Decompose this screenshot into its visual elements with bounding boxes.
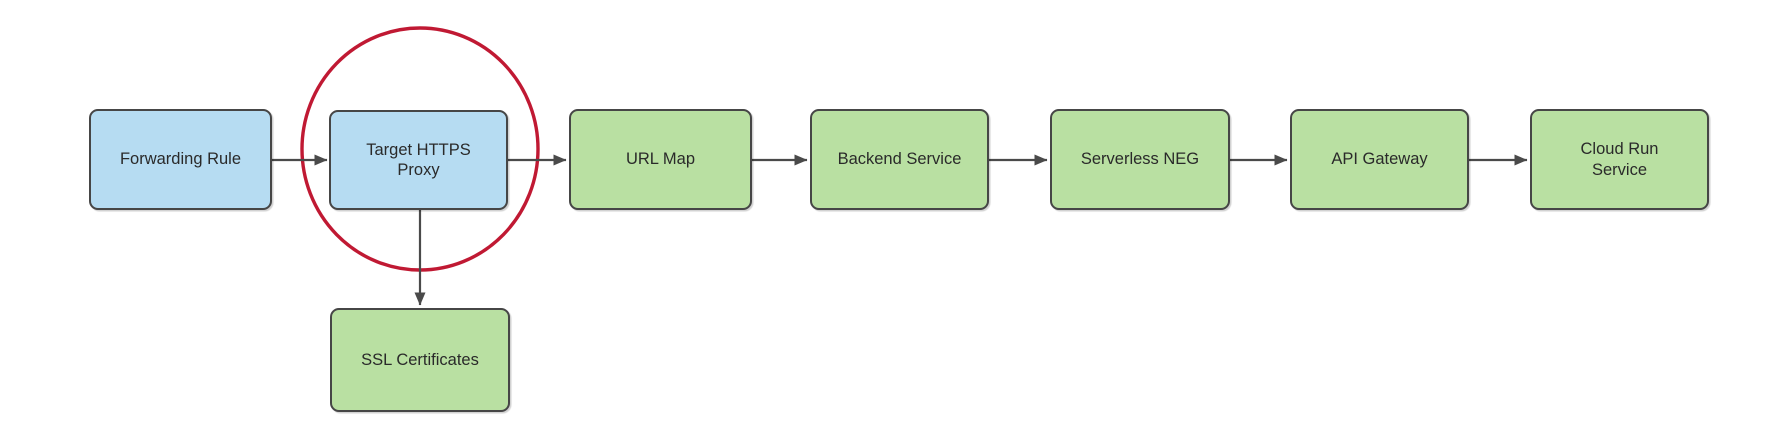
node-label: Forwarding Rule (119, 150, 242, 169)
node-api-gateway: API Gateway (1290, 109, 1469, 210)
node-serverless-neg: Serverless NEG (1050, 109, 1230, 210)
node-label: SSL Certificates (361, 350, 479, 369)
node-forwarding-rule: Forwarding Rule (89, 109, 272, 210)
node-url-map: URL Map (569, 109, 752, 210)
node-label: Target HTTPS Proxy (366, 140, 471, 179)
node-label: Cloud Run Service (1580, 140, 1659, 179)
node-label: URL Map (625, 150, 696, 169)
node-cloud-run-service: Cloud Run Service (1530, 109, 1709, 210)
node-target-https-proxy: Target HTTPS Proxy (329, 110, 508, 210)
node-label: Serverless NEG (1080, 150, 1200, 169)
node-backend-service: Backend Service (810, 109, 989, 210)
node-label: Backend Service (837, 150, 962, 169)
node-ssl-certificates: SSL Certificates (330, 308, 510, 412)
node-label: API Gateway (1331, 150, 1428, 169)
